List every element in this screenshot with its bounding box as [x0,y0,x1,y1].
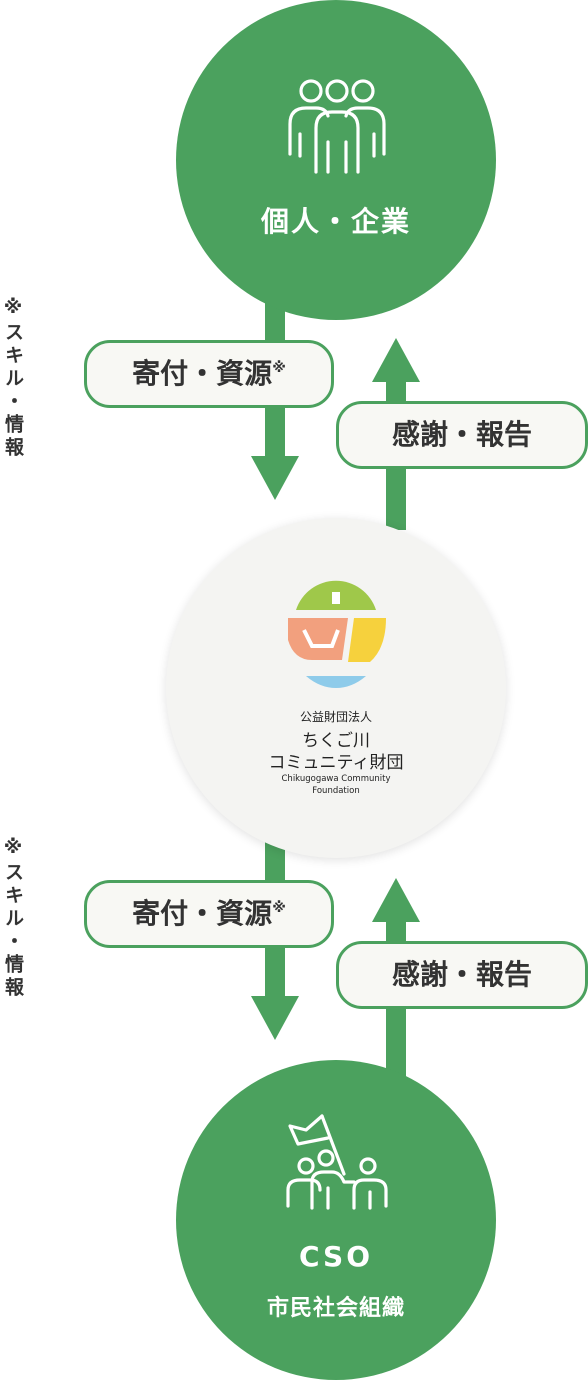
thanks-label: 感謝・報告 [391,418,532,451]
side-note-upper: ※スキル・情報 [2,296,24,460]
donors-title: 個人・企業 [260,205,411,238]
foundation-name-line2: コミュニティ財団 [268,753,404,773]
up-arrow-head-lower [372,878,420,922]
thanks-label: 感謝・報告 [391,958,532,991]
down-arrow-head-upper [251,456,299,500]
foundation-name-en-line2: Foundation [312,786,360,796]
donation-pill-upper: 寄付・資源※ [84,340,334,408]
donation-label: 寄付・資源 [132,357,273,390]
foundation-name-en-line1: Chikugogawa Community [281,774,391,784]
donation-pill-lower: 寄付・資源※ [84,880,334,948]
people-with-flag-icon [286,1114,388,1210]
people-group-icon [288,79,386,174]
cso-title-ja: 市民社会組織 [266,1296,405,1321]
cso-title-en: CSO [298,1240,374,1273]
up-arrow-head-upper [372,338,420,382]
thanks-pill-upper: 感謝・報告 [336,401,588,469]
down-arrow-head-lower [251,996,299,1040]
thanks-pill-lower: 感謝・報告 [336,941,588,1009]
donation-label: 寄付・資源 [132,897,273,930]
foundation-logo [288,580,386,688]
side-note-lower: ※スキル・情報 [2,836,24,1000]
donors-circle: 個人・企業 [176,0,496,320]
cso-circle [176,1060,496,1380]
foundation-type-label: 公益財団法人 [299,710,372,724]
footnote-mark: ※ [272,360,286,376]
footnote-mark: ※ [272,900,286,916]
foundation-name-line1: ちくご川 [302,731,370,751]
foundation-circle: 公益財団法人 ちくご川 コミュニティ財団 Chikugogawa Communi… [166,518,506,858]
